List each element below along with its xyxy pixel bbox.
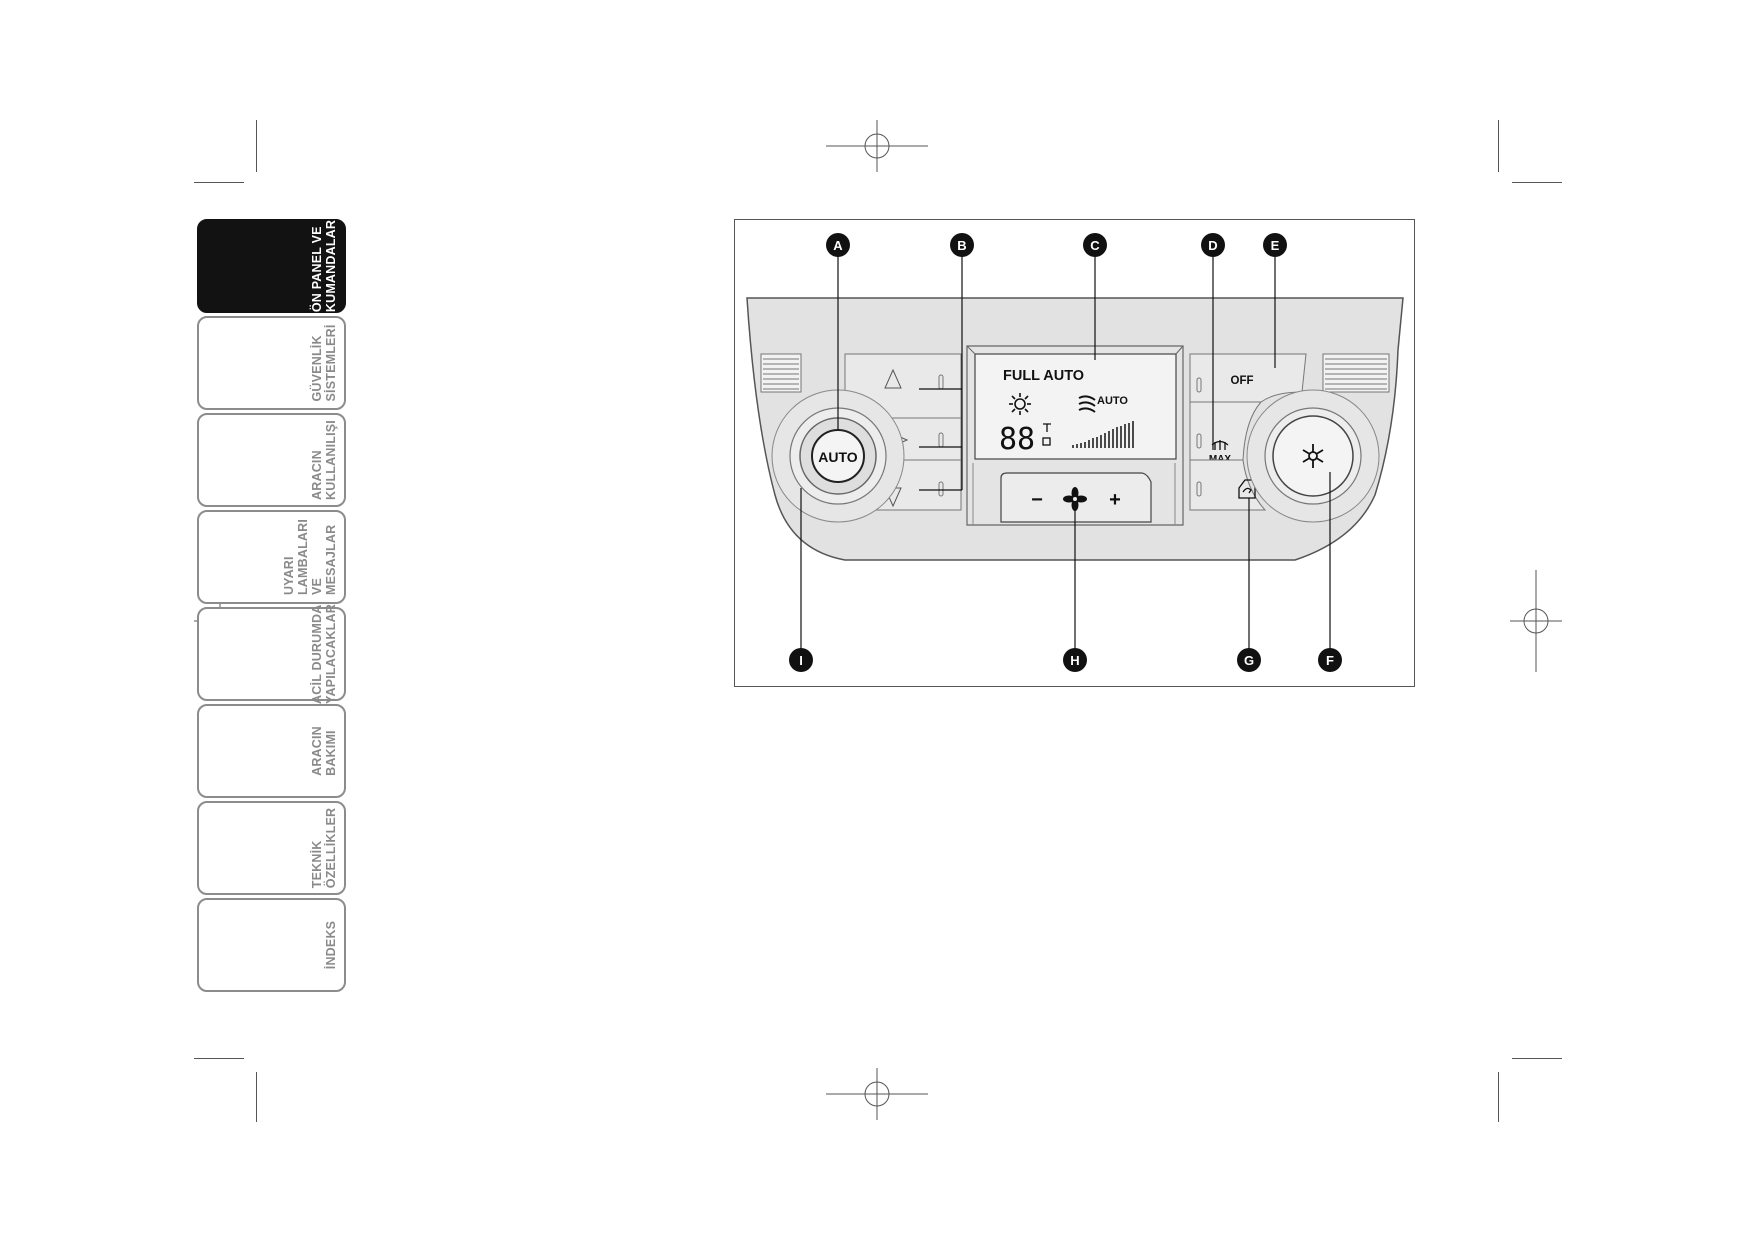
callout-c: C <box>1083 233 1107 257</box>
fan-speed-bars <box>1072 421 1134 448</box>
tab-guvenlik[interactable]: GÜVENLİK SİSTEMLERİ <box>197 316 346 410</box>
fan-mode-text: AUTO <box>1097 395 1128 407</box>
callout-f-label: F <box>1326 653 1334 668</box>
tab-label: ACİL DURUMDA YAPILACAKLAR <box>310 604 338 704</box>
registration-mark-right <box>1510 570 1562 672</box>
tab-label: ARACIN BAKIMI <box>310 726 338 776</box>
crop-mark <box>1498 1072 1499 1122</box>
tab-label: İNDEKS <box>324 920 338 970</box>
crop-mark <box>1512 1058 1562 1059</box>
callout-c-label: C <box>1090 238 1100 253</box>
callout-g-label: G <box>1244 653 1254 668</box>
tab-label: GÜVENLİK SİSTEMLERİ <box>310 324 338 402</box>
callout-i: I <box>789 648 813 672</box>
crop-mark <box>1498 120 1499 172</box>
auto-button[interactable]: AUTO <box>811 429 865 483</box>
temperature-unit-marks <box>1042 423 1051 446</box>
callout-d-label: D <box>1208 238 1217 253</box>
off-button-label: OFF <box>1231 375 1254 387</box>
tab-teknik-ozellikler[interactable]: TEKNİK ÖZELLİKLER <box>197 801 346 895</box>
callout-h-label: H <box>1070 653 1079 668</box>
callout-b: B <box>950 233 974 257</box>
tab-aracin-bakimi[interactable]: ARACIN BAKIMI <box>197 704 346 798</box>
sun-icon <box>1009 393 1031 415</box>
crop-mark <box>256 120 257 172</box>
callout-g: G <box>1237 648 1261 672</box>
left-vent <box>760 353 802 393</box>
snowflake-icon[interactable] <box>1302 444 1324 468</box>
air-flow-icon <box>1078 395 1096 413</box>
recirculation-button[interactable] <box>1189 459 1267 511</box>
fan-minus-label: − <box>1031 489 1043 511</box>
callout-b-label: B <box>957 238 966 253</box>
tab-label: ÖN PANEL VE KUMANDALAR <box>310 219 338 313</box>
callout-a-label: A <box>833 238 843 253</box>
tab-label: ARACIN KULLANILIŞI <box>310 420 338 500</box>
callout-i-label: I <box>799 653 803 668</box>
temperature-digits: 88 <box>999 422 1035 457</box>
fan-icon <box>1063 487 1087 511</box>
callout-e: E <box>1263 233 1287 257</box>
callout-a: A <box>826 233 850 257</box>
auto-button-label: AUTO <box>818 449 858 465</box>
recirculation-icon <box>1238 479 1256 499</box>
leader-lines <box>800 255 1331 650</box>
tab-uyari-lambalari[interactable]: UYARI LAMBALARI VE MESAJLAR <box>197 510 346 604</box>
callout-f: F <box>1318 648 1342 672</box>
tab-acil-durumda[interactable]: ACİL DURUMDA YAPILACAKLAR <box>197 604 346 704</box>
crop-mark <box>194 1058 244 1059</box>
registration-mark-bottom <box>826 1068 928 1120</box>
callout-d: D <box>1201 233 1225 257</box>
tab-indeks[interactable]: İNDEKS <box>197 898 346 992</box>
crop-mark <box>1512 182 1562 183</box>
tab-label: UYARI LAMBALARI VE MESAJLAR <box>282 518 338 596</box>
registration-mark-top <box>826 120 928 172</box>
display-mode-text: FULL AUTO <box>1003 368 1084 384</box>
callout-h: H <box>1063 648 1087 672</box>
tab-label: TEKNİK ÖZELLİKLER <box>310 807 338 889</box>
tab-aracin-kullanilisi[interactable]: ARACIN KULLANILIŞI <box>197 413 346 507</box>
crop-mark <box>194 182 244 183</box>
climate-control-figure: AUTO FULL AUTO AUTO 88 <box>734 219 1415 687</box>
right-vent <box>1322 353 1390 393</box>
tab-on-panel[interactable]: ÖN PANEL VE KUMANDALAR <box>197 219 346 313</box>
fan-plus-label: + <box>1109 489 1121 511</box>
crop-mark <box>256 1072 257 1122</box>
callout-e-label: E <box>1271 238 1280 253</box>
